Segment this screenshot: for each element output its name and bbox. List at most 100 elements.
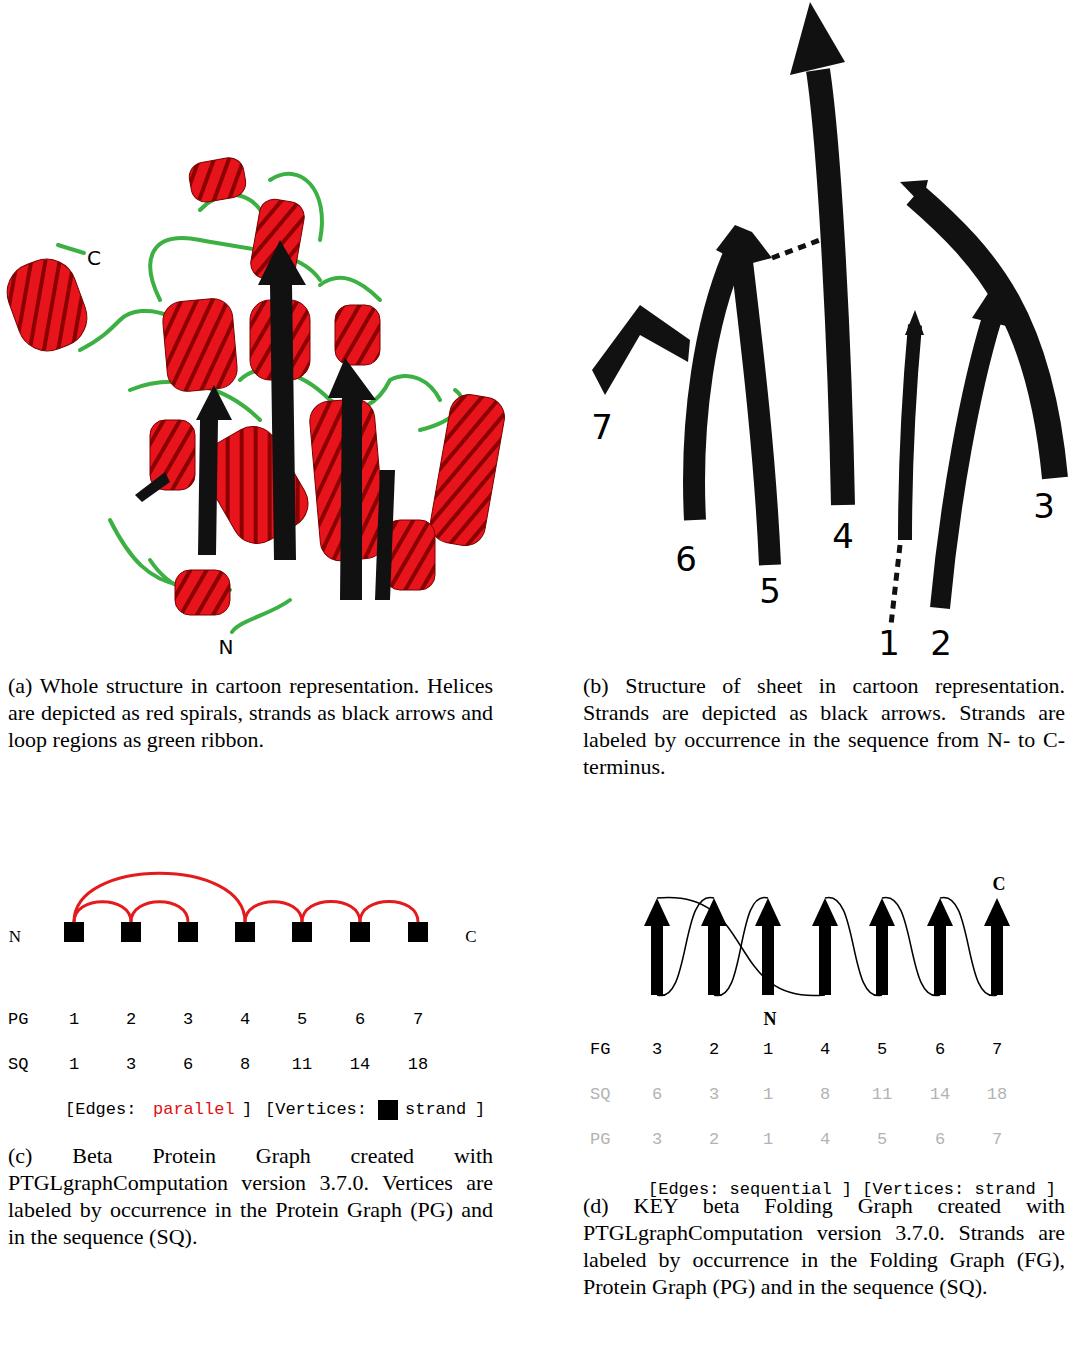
strand-vertex: 48 xyxy=(220,922,270,1077)
sq-number: 8 xyxy=(220,1055,270,1075)
pg-number: 5 xyxy=(277,1010,327,1030)
row-header: PG xyxy=(8,1010,28,1030)
legend-text: strand xyxy=(405,1100,466,1120)
sq-number: 14 xyxy=(915,1085,965,1105)
vertex-square xyxy=(178,922,198,942)
pg-number: 7 xyxy=(972,1130,1022,1150)
row-header: SQ xyxy=(590,1085,610,1105)
subfigure-caption: (c) Beta Protein Graph created with PTGL… xyxy=(8,1142,493,1250)
pg-number: 3 xyxy=(632,1130,682,1150)
vertex-square xyxy=(292,922,312,942)
row-header: FG xyxy=(590,1040,610,1060)
vertex-square xyxy=(235,922,255,942)
row-header: PG xyxy=(590,1130,610,1150)
terminus-label: N xyxy=(9,927,21,947)
strand-vertex: 23 xyxy=(106,922,156,1077)
strand-number: 1 xyxy=(878,624,900,663)
sq-number: 1 xyxy=(49,1055,99,1075)
strand-arrow-node: 5 11 5 xyxy=(857,898,907,1153)
fg-number: 3 xyxy=(632,1040,682,1060)
strand-arrow-node: 7 18 7 xyxy=(972,898,1022,1153)
strand-arrow-symbol xyxy=(972,898,1022,998)
sq-number: 3 xyxy=(689,1085,739,1105)
sq-number: 11 xyxy=(857,1085,907,1105)
sq-number: 11 xyxy=(277,1055,327,1075)
pg-number: 5 xyxy=(857,1130,907,1150)
strand-arrow-symbol xyxy=(632,898,682,998)
vertex-square xyxy=(408,922,428,942)
parallel-edge xyxy=(74,873,245,922)
legend-swatch xyxy=(378,1100,398,1120)
strand-arrow-symbol xyxy=(857,898,907,998)
strand-vertex: 6 14 xyxy=(335,922,385,1077)
vertex-square xyxy=(350,922,370,942)
parallel-edge xyxy=(302,901,360,922)
pg-number: 7 xyxy=(393,1010,443,1030)
strand-arrows xyxy=(135,240,395,600)
fg-number: 6 xyxy=(915,1040,965,1060)
pg-number: 4 xyxy=(220,1010,270,1030)
pg-number: 1 xyxy=(49,1010,99,1030)
pg-number: 2 xyxy=(689,1130,739,1150)
strand-vertex: 11 xyxy=(49,922,99,1077)
subfigure-caption: (a) Whole structure in cartoon represent… xyxy=(8,672,493,753)
parallel-edge xyxy=(360,901,418,922)
legend-bracket: ] xyxy=(475,1100,485,1120)
pg-number: 1 xyxy=(743,1130,793,1150)
legend-bracket: ] xyxy=(242,1100,252,1120)
strand-arrow-symbol xyxy=(915,898,965,998)
terminus-label: C xyxy=(993,874,1006,895)
pg-number: 2 xyxy=(106,1010,156,1030)
sq-number: 6 xyxy=(632,1085,682,1105)
parallel-edge xyxy=(74,902,131,922)
strand-arrow-symbol xyxy=(800,898,850,998)
legend-bracket: [Vertices: xyxy=(265,1100,367,1120)
loop-ribbons xyxy=(58,174,462,632)
strand-number: 7 xyxy=(591,408,613,447)
sq-number: 18 xyxy=(393,1055,443,1075)
edge-type: parallel xyxy=(153,1100,235,1120)
subfigure-caption: (d) KEY beta Folding Graph created with … xyxy=(583,1192,1065,1300)
row-header: SQ xyxy=(8,1055,28,1075)
sequential-edge xyxy=(940,897,997,995)
sq-number: 3 xyxy=(106,1055,156,1075)
terminus-label: C xyxy=(465,927,476,947)
terminus-label: C xyxy=(87,247,101,270)
sheet-arrowheads xyxy=(592,2,1015,395)
sequential-edge xyxy=(657,897,825,995)
subfigure-caption: (b) Structure of sheet in cartoon repres… xyxy=(583,672,1065,780)
fg-number: 4 xyxy=(800,1040,850,1060)
terminus-label: N xyxy=(219,636,234,659)
sequential-edge xyxy=(825,897,882,995)
strand-number: 6 xyxy=(675,540,697,579)
sq-number: 1 xyxy=(743,1085,793,1105)
sq-number: 8 xyxy=(800,1085,850,1105)
vertex-square xyxy=(121,922,141,942)
sq-number: 6 xyxy=(163,1055,213,1075)
terminus-label: N xyxy=(764,1009,777,1030)
strand-vertex: 36 xyxy=(163,922,213,1077)
sq-number: 14 xyxy=(335,1055,385,1075)
strand-number: 2 xyxy=(930,624,952,663)
strand-arrow-symbol xyxy=(689,898,739,998)
strand-arrow-node: 484 xyxy=(800,898,850,1153)
pg-number: 3 xyxy=(163,1010,213,1030)
sq-number: 18 xyxy=(972,1085,1022,1105)
fg-number: 7 xyxy=(972,1040,1022,1060)
parallel-edge xyxy=(245,902,302,922)
sheet-strands xyxy=(694,70,1055,625)
strand-arrow-node: 6146 xyxy=(915,898,965,1153)
vertex-square xyxy=(64,922,84,942)
strand-number: 4 xyxy=(832,517,854,556)
legend-bracket: [Edges: xyxy=(65,1100,136,1120)
sequential-edge xyxy=(657,897,714,995)
sequential-edge xyxy=(882,897,940,995)
pg-number: 6 xyxy=(335,1010,385,1030)
strand-arrow-node: 2 3 2 xyxy=(689,898,739,1153)
helices xyxy=(0,155,508,615)
fg-number: 5 xyxy=(857,1040,907,1060)
strand-arrow-node: 3 6 3 xyxy=(632,898,682,1153)
parallel-edge xyxy=(131,902,188,922)
strand-number: 5 xyxy=(759,572,781,611)
fg-number: 2 xyxy=(689,1040,739,1060)
